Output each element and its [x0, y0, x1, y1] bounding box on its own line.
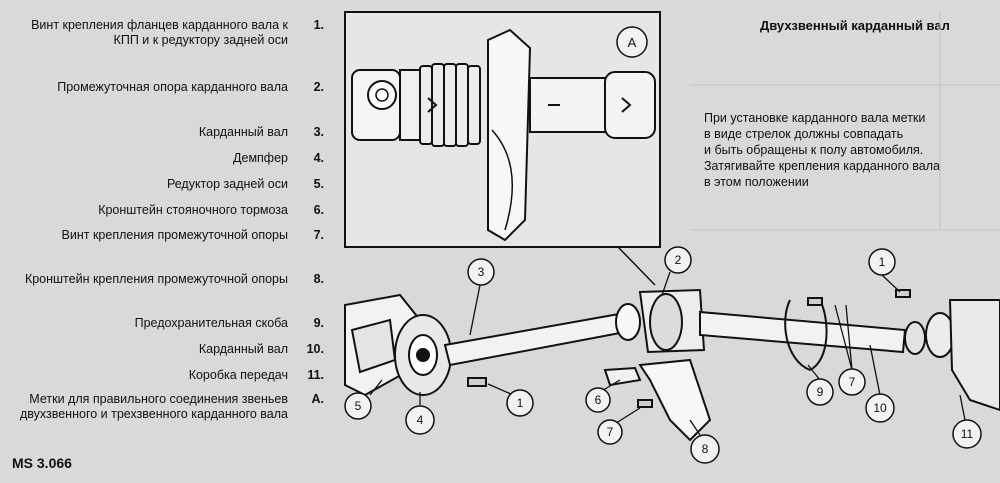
callout-3: 3 — [467, 258, 495, 286]
legend-number: 5. — [313, 177, 324, 191]
detail-leader — [617, 246, 656, 286]
legend-item: 4. Демпфер — [8, 151, 324, 166]
callout-10: 10 — [865, 393, 895, 423]
legend-text: Коробка передач — [188, 368, 288, 382]
svg-text:2: 2 — [675, 253, 682, 267]
legend-text: Винт крепления фланцев карданного вала к… — [31, 18, 288, 47]
svg-text:8: 8 — [702, 442, 709, 456]
legend-text: Редуктор задней оси — [166, 177, 288, 191]
background-lines — [690, 10, 1000, 231]
legend-item: 6. Кронштейн стояночного тормоза — [8, 203, 324, 218]
svg-text:7: 7 — [849, 375, 856, 389]
legend-number: 8. — [313, 272, 324, 286]
note-line: в виде стрелок должны совпадать — [704, 127, 904, 141]
note-line: и быть обращены к полу автомобиля. — [704, 143, 924, 157]
legend-item: 7. Винт крепления промежуточной опоры — [8, 228, 324, 243]
legend-item: 1. Винт крепления фланцев карданного вал… — [8, 18, 324, 48]
detail-a-inset — [344, 11, 661, 248]
callout-1-lower: 1 — [506, 389, 534, 417]
legend-item: 3. Карданный вал — [8, 125, 324, 140]
svg-text:A: A — [628, 35, 637, 50]
legend-number: 11. — [307, 368, 324, 382]
legend-item: 2. Промежуточная опора карданного вала — [8, 80, 324, 95]
legend-item: 11. Коробка передач — [8, 368, 324, 383]
legend-number: 7. — [313, 228, 324, 242]
legend-item: 5. Редуктор задней оси — [8, 177, 324, 192]
legend-number: 10. — [306, 342, 324, 356]
legend-number: 3. — [313, 125, 324, 139]
svg-text:3: 3 — [478, 265, 485, 279]
legend-number: 4. — [313, 151, 324, 165]
legend-number: 6. — [313, 203, 324, 217]
legend-number: 2. — [313, 80, 324, 94]
figure-title: Двухзвенный карданный вал — [760, 18, 950, 33]
legend-text: Демпфер — [233, 151, 288, 165]
legend-item: 8. Кронштейн крепления промежуточной опо… — [8, 272, 324, 287]
svg-text:11: 11 — [961, 427, 974, 441]
callout-2: 2 — [664, 246, 692, 274]
svg-text:5: 5 — [355, 399, 362, 413]
callout-11: 11 — [952, 419, 982, 449]
legend-text: Кронштейн стояночного тормоза — [98, 203, 288, 217]
legend-number: A. — [311, 392, 325, 406]
legend-number: 9. — [313, 316, 324, 330]
svg-text:7: 7 — [607, 425, 614, 439]
callout-4: 4 — [405, 405, 435, 435]
legend-list: 1. Винт крепления фланцев карданного вал… — [0, 0, 325, 483]
figure-code: MS 3.066 — [12, 455, 72, 471]
callout-7-upper: 7 — [838, 368, 866, 396]
legend-text: Предохранительная скоба — [134, 316, 288, 330]
callout-a: A — [616, 26, 648, 58]
legend-text: Метки для правильного соединения звеньев… — [19, 392, 288, 421]
svg-text:1: 1 — [517, 396, 524, 410]
note-line: Затягивайте крепления карданного вала — [704, 159, 940, 173]
callout-8: 8 — [690, 434, 720, 464]
legend-text: Карданный вал — [198, 125, 288, 139]
legend-item: A. Метки для правильного соединения звен… — [8, 392, 324, 422]
svg-text:9: 9 — [817, 385, 824, 399]
installation-note: При установке карданного вала метки в ви… — [704, 110, 994, 190]
legend-text: Кронштейн крепления промежуточной опоры — [24, 272, 288, 286]
callout-7-lower: 7 — [597, 419, 623, 445]
svg-text:1: 1 — [879, 255, 886, 269]
callout-6: 6 — [585, 387, 611, 413]
note-line: в этом положении — [704, 175, 809, 189]
callout-1-upper: 1 — [868, 248, 896, 276]
callouts: 1 1 2 3 4 5 6 7 — [344, 246, 982, 464]
svg-text:4: 4 — [417, 413, 424, 427]
callout-9: 9 — [806, 378, 834, 406]
shaft-assembly — [344, 288, 1000, 442]
legend-item: 10. Карданный вал — [8, 342, 324, 357]
svg-text:6: 6 — [595, 393, 602, 407]
legend-number: 1. — [313, 18, 324, 32]
legend-text: Промежуточная опора карданного вала — [57, 80, 288, 94]
callout-5: 5 — [344, 392, 372, 420]
legend-item: 9. Предохранительная скоба — [8, 316, 324, 331]
legend-text: Винт крепления промежуточной опоры — [61, 228, 288, 242]
svg-text:10: 10 — [873, 401, 887, 415]
note-line: При установке карданного вала метки — [704, 111, 926, 125]
legend-text: Карданный вал — [198, 342, 288, 356]
